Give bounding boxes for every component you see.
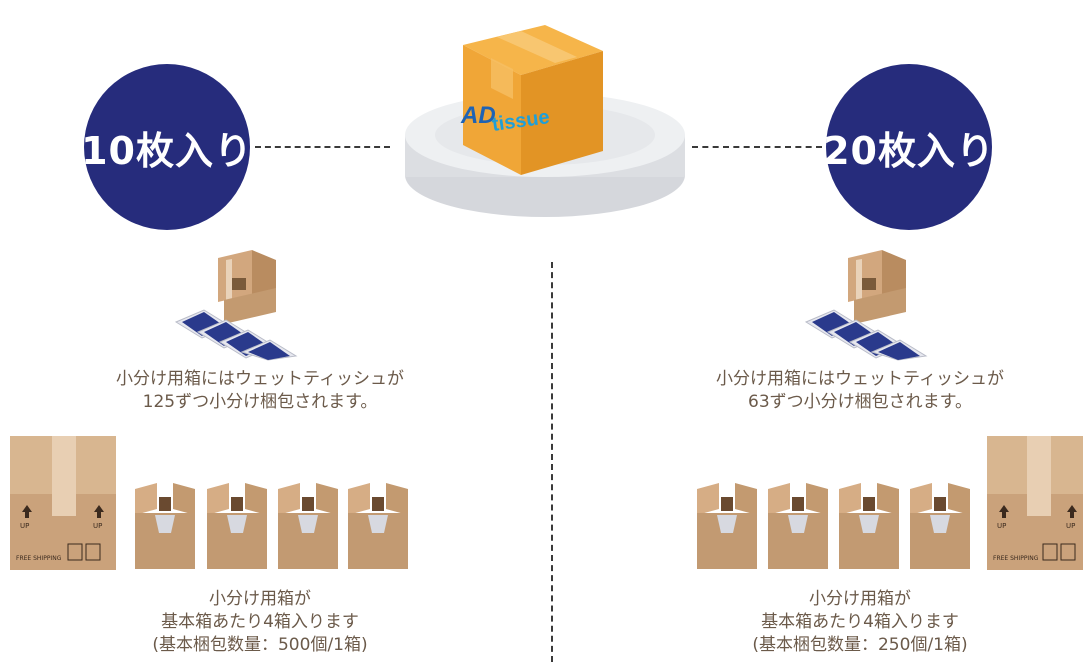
- svg-text:AD: AD: [460, 102, 496, 129]
- connector-right: [692, 146, 822, 148]
- right-subpack-text: 小分け用箱にはウェットティッシュが 63ずつ小分け梱包されます。: [716, 369, 1004, 412]
- left-box-text: 小分け用箱が 基本箱あたり4箱入ります (基本梱包数量：500個/1箱): [152, 589, 368, 655]
- left-subpack-illustration: [174, 250, 298, 361]
- right-box-text: 小分け用箱が 基本箱あたり4箱入ります (基本梱包数量：250個/1箱): [752, 589, 968, 655]
- badge-20-sheets: 20枚入り: [823, 64, 994, 230]
- right-subpack-illustration: [804, 250, 928, 361]
- left-small-box-1: [135, 483, 195, 569]
- right-small-box-3: [839, 483, 899, 569]
- left-subpack-text: 小分け用箱にはウェットティッシュが 125ずつ小分け梱包されます。: [116, 369, 404, 412]
- right-small-box-2: [768, 483, 828, 569]
- svg-text:FREE SHIPPING: FREE SHIPPING: [993, 555, 1039, 562]
- connector-left: [255, 146, 390, 148]
- badge-10-sheets: 10枚入り: [81, 64, 252, 230]
- left-small-box-4: [348, 483, 408, 569]
- right-small-box-1: [697, 483, 757, 569]
- svg-text:UP: UP: [997, 522, 1006, 530]
- svg-text:FREE SHIPPING: FREE SHIPPING: [16, 555, 62, 562]
- left-master-carton: UP UP FREE SHIPPING: [10, 436, 116, 570]
- right-master-carton: UP UP FREE SHIPPING: [987, 436, 1083, 570]
- center-podium-illustration: AD tissue: [405, 25, 685, 217]
- svg-text:UP: UP: [93, 522, 102, 530]
- right-small-box-4: [910, 483, 970, 569]
- left-small-box-2: [207, 483, 267, 569]
- svg-text:UP: UP: [20, 522, 29, 530]
- left-small-box-3: [278, 483, 338, 569]
- center-divider: [551, 262, 553, 662]
- svg-text:UP: UP: [1066, 522, 1075, 530]
